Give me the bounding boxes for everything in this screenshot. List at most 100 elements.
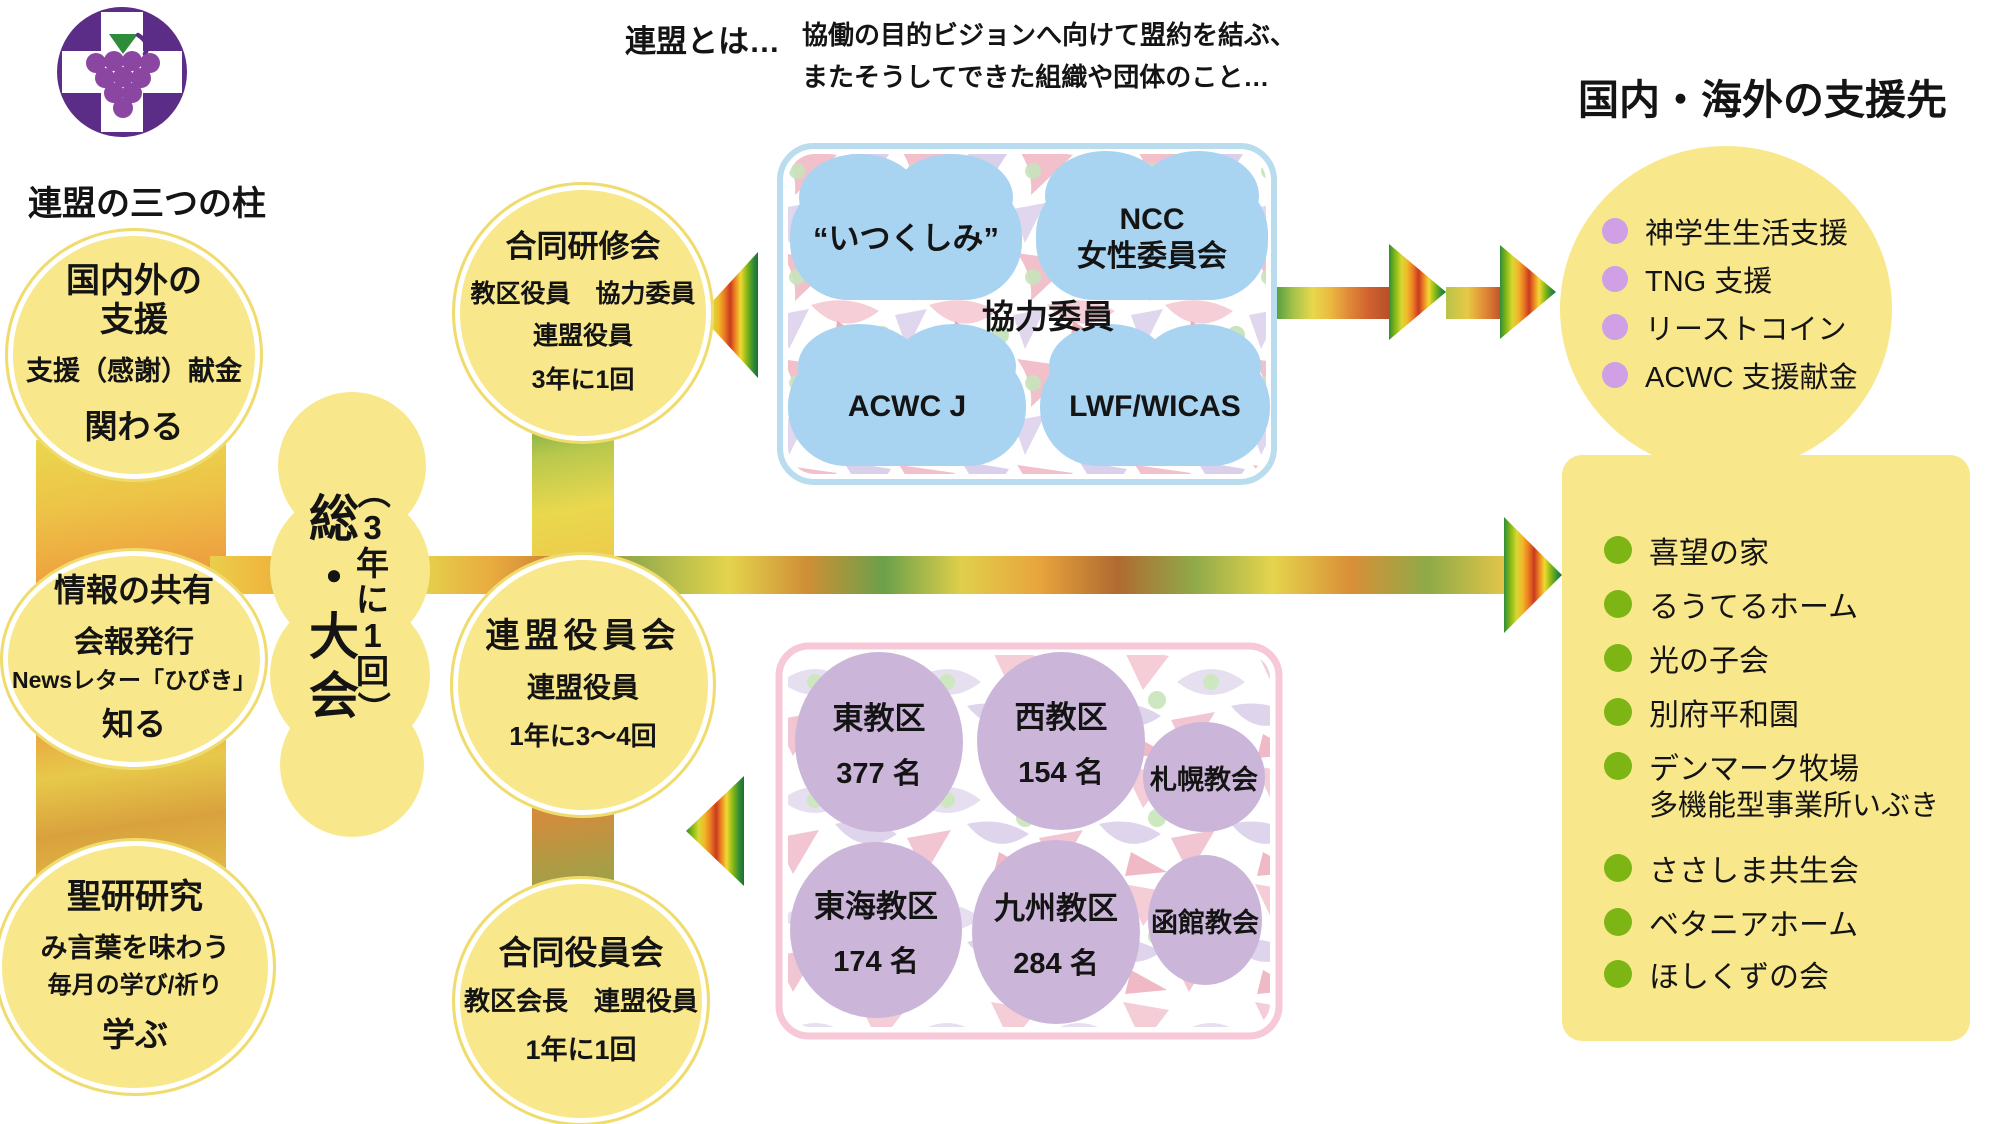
district-name: 西教区 (1014, 699, 1108, 735)
pillar-verb: 学ぶ (102, 1016, 168, 1054)
assembly-frequency-char: 年 (356, 545, 389, 582)
assembly-frequency-char: ） (354, 691, 392, 725)
meeting-title: 合同役員会 (498, 934, 664, 972)
district-name: 函館教会 (1151, 907, 1259, 938)
pillar-circle-information: 情報の共有 会報発行 Newsレター「ひびき」 知る (0, 548, 268, 770)
support-item: ほしくずの会 (1604, 952, 1829, 996)
pillar-verb: 関わる (84, 407, 184, 445)
partner-label-line2: 女性委員会 (1077, 240, 1227, 273)
support-item-subline: 多機能型事業所いぶき (1649, 790, 1940, 822)
meeting-members2: 連盟役員 (532, 321, 633, 350)
pillar-circle-support: 国内外の 支援 支援（感謝）献金 関わる (5, 228, 263, 482)
meeting-circle-joint-board: 合同役員会 教区会長 連盟役員 1年に1回 (452, 876, 710, 1124)
support-item: 光の子会 (1604, 636, 1769, 680)
support-circle-panel (1560, 146, 1892, 472)
support-item: TNG 支援 (1602, 258, 1772, 300)
district-count: 174 名 (833, 945, 919, 978)
definition-title: 連盟とは… (625, 24, 780, 59)
cooperation-members-label: 協力委員 (982, 298, 1114, 335)
pillar-circle-bible-study: 聖研研究 み言葉を味わう 毎月の学び/祈り 学ぶ (0, 838, 276, 1096)
partner-label: ACWC J (847, 390, 967, 424)
arrow-right-main-icon (1504, 517, 1562, 633)
district-count: 154 名 (1018, 756, 1104, 789)
district-circle-kyushu: 九州教区 284 名 (972, 840, 1140, 1024)
bullet-icon (1604, 960, 1632, 988)
district-count: 377 名 (836, 757, 922, 790)
pillar-sub1: 会報発行 (74, 625, 194, 659)
district-circle-west: 西教区 154 名 (977, 652, 1145, 830)
assembly-frequency-char: 1 (363, 617, 382, 654)
support-item-label: 別府平和園 (1649, 699, 1799, 732)
partner-cloud-itsukushimi: “いつくしみ” (790, 153, 1022, 300)
flow-band-to-supporters-1 (1277, 287, 1389, 319)
bullet-icon (1602, 314, 1628, 340)
meeting-circle-federation-board: 連盟役員会 連盟役員 1年に3〜4回 (450, 552, 716, 818)
bullet-icon (1602, 218, 1628, 244)
support-item-label: 喜望の家 (1649, 537, 1769, 570)
bullet-icon (1604, 752, 1632, 780)
meeting-frequency: 3年に1回 (531, 365, 635, 394)
assembly-frequency-char: （ (354, 475, 392, 509)
district-name: 東教区 (832, 700, 926, 736)
pillar-title-line2: 支援 (100, 300, 168, 339)
support-item: 別府平和園 (1604, 690, 1799, 734)
bullet-icon (1604, 698, 1632, 726)
bullet-icon (1604, 536, 1632, 564)
pillar-sub2: 毎月の学び/祈り (47, 972, 223, 1000)
pillar-title: 聖研研究 (67, 877, 203, 916)
definition-line2: またそうしてできた組織や団体のこと… (802, 62, 1270, 92)
district-count: 284 名 (1013, 947, 1099, 980)
support-item: ACWC 支援献金 (1602, 354, 1858, 396)
district-name: 札幌教会 (1150, 764, 1258, 795)
assembly-frequency: （ 3 年 に 1 回 ） (354, 474, 392, 734)
assembly-frequency-char: に (356, 581, 389, 618)
definition-line1: 協働の目的ビジョンへ向けて盟約を結ぶ、 (802, 20, 1297, 50)
support-item: 喜望の家 (1604, 528, 1769, 572)
bullet-icon (1602, 362, 1628, 388)
meeting-frequency: 1年に1回 (525, 1034, 637, 1065)
district-name: 東海教区 (814, 888, 938, 924)
assembly-blob (280, 693, 424, 837)
district-circle-east: 東教区 377 名 (795, 652, 963, 832)
bullet-icon (1604, 590, 1632, 618)
partner-label: “いつくしみ” (813, 220, 999, 256)
support-item-label: ACWC 支援献金 (1645, 362, 1858, 394)
pillar-verb: 知る (101, 705, 166, 742)
partner-label-line1: NCC (1119, 202, 1185, 236)
arrow-right-1-icon (1389, 244, 1446, 340)
support-item: ベタニアホーム (1604, 900, 1858, 944)
meeting-members: 教区会長 連盟役員 (463, 985, 698, 1016)
district-circle-tokai: 東海教区 174 名 (790, 842, 962, 1018)
district-circle-sapporo: 札幌教会 (1143, 722, 1265, 832)
arrow-left-joint-icon (686, 776, 744, 886)
assembly-title: 総・大会 (302, 492, 358, 728)
meeting-frequency: 1年に3〜4回 (509, 720, 657, 751)
partner-cloud-acwc-j: ACWC J (788, 324, 1026, 466)
partner-cloud-lwf-wicas: LWF/WICAS (1040, 324, 1270, 466)
pillar-title-line1: 国内外の (66, 262, 202, 301)
pillar-title: 情報の共有 (53, 572, 214, 609)
support-item: 神学生生活支援 (1602, 210, 1848, 252)
meeting-members: 教区役員 協力委員 (470, 279, 696, 308)
bullet-icon (1602, 266, 1628, 292)
grape-cross-logo (57, 7, 187, 137)
partner-cloud-ncc: NCC 女性委員会 (1036, 151, 1268, 300)
district-name: 九州教区 (994, 890, 1118, 926)
support-item: るうてるホーム (1604, 582, 1858, 626)
support-item: ささしま共生会 (1604, 846, 1859, 890)
support-item-label: ほしくずの会 (1649, 961, 1829, 994)
meeting-title: 連盟役員会 (485, 617, 681, 656)
meeting-circle-joint-training: 合同研修会 教区役員 協力委員 連盟役員 3年に1回 (452, 182, 714, 444)
bullet-icon (1604, 644, 1632, 672)
pillar-sub2: Newsレター「ひびき」 (11, 666, 257, 693)
support-item-label: ささしま共生会 (1649, 855, 1859, 888)
meeting-members: 連盟役員 (526, 671, 639, 703)
support-item-label: 神学生生活支援 (1645, 218, 1849, 250)
support-item: リーストコイン (1602, 306, 1847, 348)
support-item-label: リーストコイン (1645, 314, 1847, 346)
support-item-label: デンマーク牧場 (1649, 753, 1859, 786)
partner-label: LWF/WICAS (1069, 390, 1241, 424)
meeting-title: 合同研修会 (505, 229, 661, 265)
support-item-label: るうてるホーム (1649, 591, 1859, 624)
bullet-icon (1604, 854, 1632, 882)
